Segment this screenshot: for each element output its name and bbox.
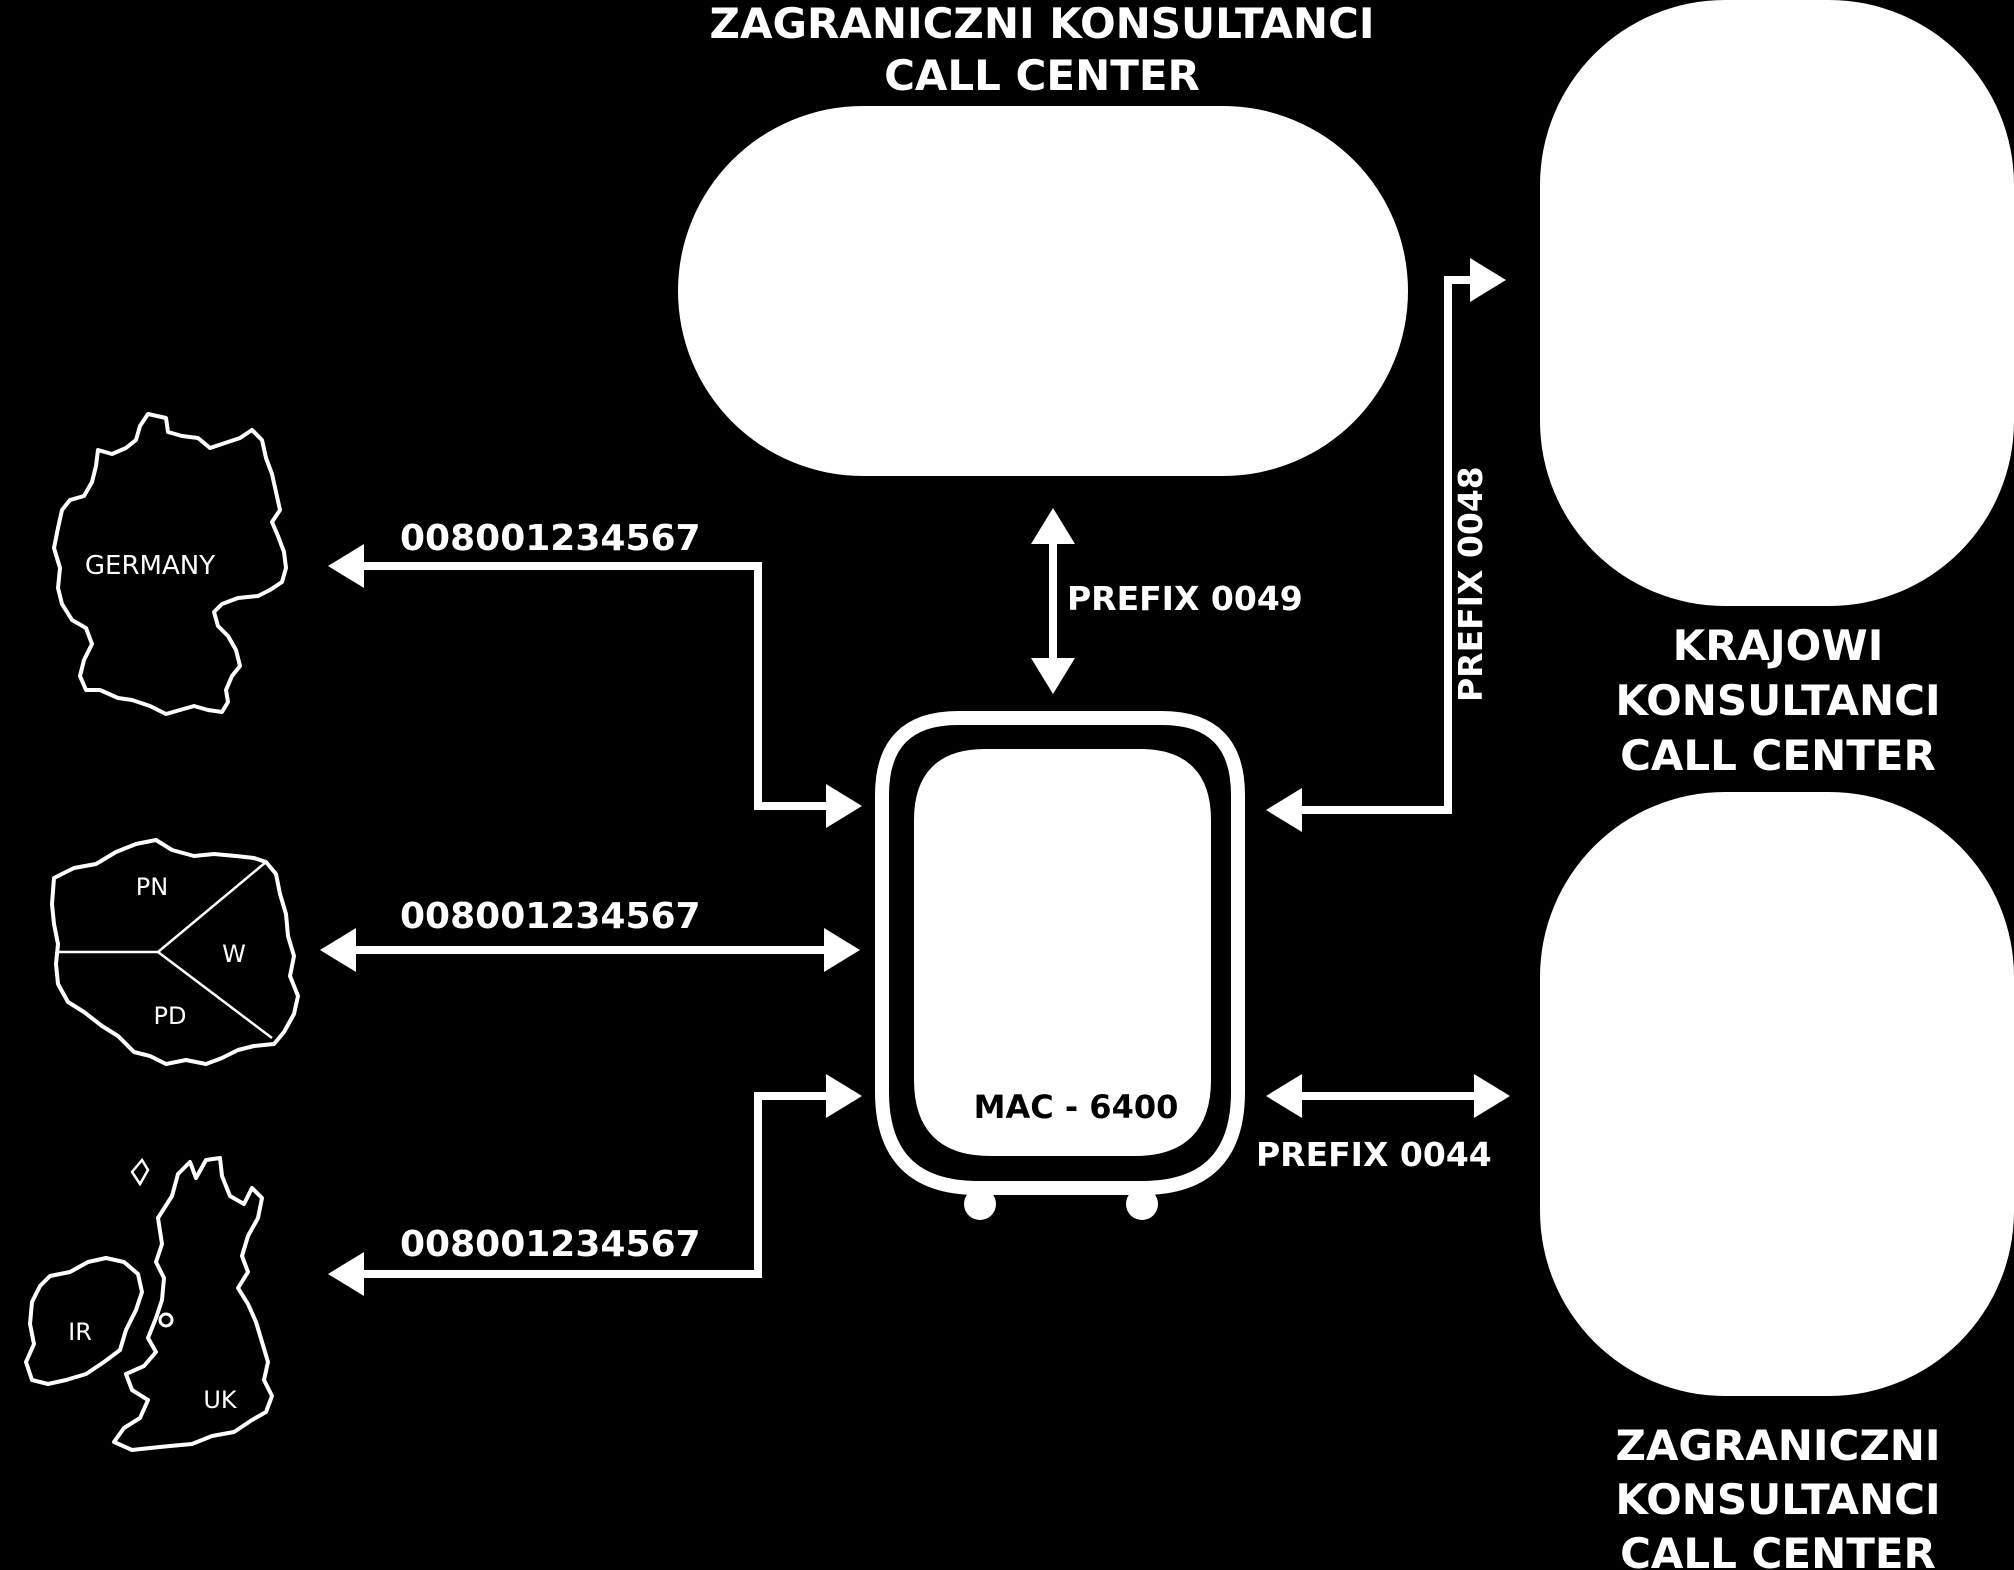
germany-route-arrow xyxy=(328,544,862,828)
uk-number: 008001234567 xyxy=(400,1224,701,1265)
poland-region-pn: PN xyxy=(136,873,168,901)
top-call-center-label-1: ZAGRANICZNI KONSULTANCI xyxy=(710,0,1375,48)
right-bottom-call-center-shape xyxy=(1540,792,2014,1396)
right-top-call-center-shape xyxy=(1540,0,2014,606)
top-call-center-label-2: CALL CENTER xyxy=(884,51,1200,100)
top-prefix-arrow xyxy=(1031,508,1075,694)
germany-number: 008001234567 xyxy=(400,518,701,559)
right-bottom-prefix-label: PREFIX 0044 xyxy=(1256,1135,1492,1174)
top-call-center-shape xyxy=(678,106,1408,476)
mac-6400-device: MAC - 6400 xyxy=(875,711,1245,1220)
uk-label: UK xyxy=(203,1386,238,1414)
germany-label: GERMANY xyxy=(85,551,215,581)
device-label: MAC - 6400 xyxy=(974,1088,1179,1126)
right-top-call-center-label-1: KRAJOWI xyxy=(1673,621,1884,670)
poland-number: 008001234567 xyxy=(400,896,701,937)
device-foot-right xyxy=(1126,1188,1158,1220)
right-bottom-prefix-arrow xyxy=(1266,1074,1510,1118)
germany-map-icon: GERMANY xyxy=(52,412,288,716)
right-bottom-call-center-label-2: KONSULTANCI xyxy=(1615,1475,1940,1524)
top-prefix-label: PREFIX 0049 xyxy=(1067,579,1303,618)
right-top-prefix-arrow xyxy=(1266,258,1506,832)
poland-route-arrow xyxy=(320,928,860,972)
right-vertical-prefix-label: PREFIX 0048 xyxy=(1451,466,1490,702)
poland-region-pd: PD xyxy=(154,1002,187,1030)
right-top-call-center-label-2: KONSULTANCI xyxy=(1615,676,1940,725)
poland-map-icon: PN W PD xyxy=(50,838,300,1066)
ireland-label: IR xyxy=(68,1318,92,1346)
poland-region-w: W xyxy=(222,940,246,968)
uk-route-arrow xyxy=(328,1074,862,1296)
right-top-call-center-label-3: CALL CENTER xyxy=(1620,731,1936,780)
right-bottom-call-center-label-1: ZAGRANICZNI xyxy=(1615,1421,1940,1470)
device-foot-left xyxy=(964,1188,996,1220)
uk-ireland-map-icon: IR UK xyxy=(24,1156,274,1452)
right-bottom-call-center-label-3: CALL CENTER xyxy=(1620,1529,1936,1570)
